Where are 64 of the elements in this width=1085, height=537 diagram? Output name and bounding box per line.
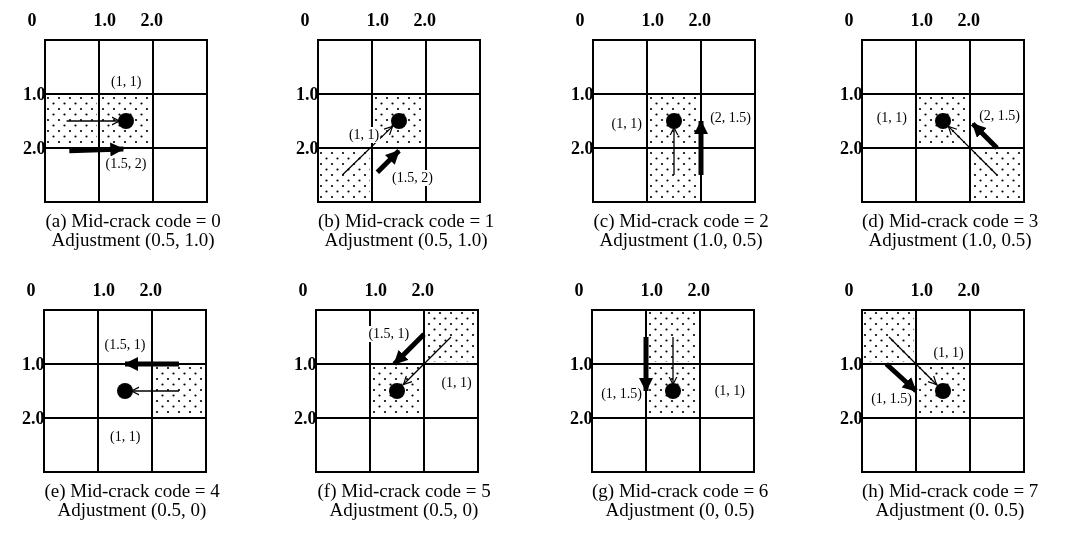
- axis-label: 2.0: [687, 281, 710, 299]
- coordinate-label: (1.5, 1): [103, 337, 147, 354]
- coordinate-label: (1, 1): [610, 115, 643, 132]
- axis-label: 1.0: [570, 355, 593, 373]
- axis-label: 2.0: [294, 409, 317, 427]
- axis-label: 2.0: [139, 281, 162, 299]
- axis-label: 1.0: [366, 11, 389, 29]
- axis-label: 1.0: [294, 355, 317, 373]
- panel-caption: (a) Mid-crack code = 0: [45, 210, 221, 230]
- coordinate-label: (2, 1.5): [978, 107, 1021, 124]
- axis-label: 0: [300, 11, 310, 29]
- axis-label: 2.0: [570, 409, 593, 427]
- panel-caption: (g) Mid-crack code = 6: [592, 480, 769, 500]
- coordinate-label: (1, 1.5): [870, 391, 913, 408]
- coordinate-label: (1, 1): [713, 383, 746, 399]
- axis-label: 2.0: [22, 409, 45, 427]
- axis-label: 0: [575, 11, 585, 29]
- coordinate-label: (1, 1): [875, 110, 908, 127]
- panel-caption: (d) Mid-crack code = 3: [862, 210, 1039, 230]
- axis-label: 1.0: [92, 281, 115, 299]
- axis-label: 2.0: [840, 409, 863, 427]
- axis-label: 0: [298, 281, 308, 299]
- coordinate-label: (1.5, 1): [367, 326, 411, 343]
- coordinate-label: (1, 1.5): [600, 385, 643, 402]
- axis-label: 0: [27, 11, 37, 29]
- axis-label: 1.0: [22, 355, 45, 373]
- axis-label: 1.0: [364, 281, 387, 299]
- axis-label: 1.0: [840, 85, 863, 103]
- axis-label: 2.0: [411, 281, 434, 299]
- coordinate-label: (1.5, 2): [104, 156, 148, 173]
- axis-label: 2.0: [413, 11, 436, 29]
- panel-caption: (f) Mid-crack code = 5: [317, 480, 491, 500]
- axis-label: 1.0: [641, 11, 664, 29]
- axis-label: 2.0: [23, 139, 46, 157]
- axis-label: 2.0: [840, 139, 863, 157]
- axis-label: 2.0: [957, 11, 980, 29]
- axis-label: 1.0: [93, 11, 116, 29]
- axis-label: 0: [844, 281, 854, 299]
- axis-label: 1.0: [910, 281, 933, 299]
- coordinate-label: (1, 1): [932, 345, 965, 362]
- panel-caption: (e) Mid-crack code = 4: [44, 480, 220, 500]
- coordinate-label: (1, 1): [110, 74, 143, 91]
- axis-label: 1.0: [23, 85, 46, 103]
- axis-label: 2.0: [571, 139, 594, 157]
- panel-caption: (c) Mid-crack code = 2: [593, 210, 769, 230]
- axis-label: 0: [844, 11, 854, 29]
- axis-label: 2.0: [296, 139, 319, 157]
- coordinate-label: (1, 1): [347, 126, 381, 143]
- axis-label: 1.0: [296, 85, 319, 103]
- axis-label: 2.0: [688, 11, 711, 29]
- axis-label: 1.0: [910, 11, 933, 29]
- panel-caption: (h) Mid-crack code = 7: [862, 480, 1039, 500]
- axis-label: 2.0: [957, 281, 980, 299]
- axis-label: 2.0: [140, 11, 163, 29]
- axis-label: 1.0: [571, 85, 594, 103]
- panel-caption: (b) Mid-crack code = 1: [318, 210, 495, 230]
- coordinate-label: (1, 1): [440, 374, 473, 391]
- axis-label: 1.0: [840, 355, 863, 373]
- axis-label: 1.0: [640, 281, 663, 299]
- axis-label: 0: [574, 281, 584, 299]
- coordinate-label: (1.5, 2): [391, 169, 434, 186]
- axis-label: 0: [26, 281, 36, 299]
- coordinate-label: (1, 1): [109, 428, 142, 445]
- coordinate-label: (2, 1.5): [709, 110, 752, 127]
